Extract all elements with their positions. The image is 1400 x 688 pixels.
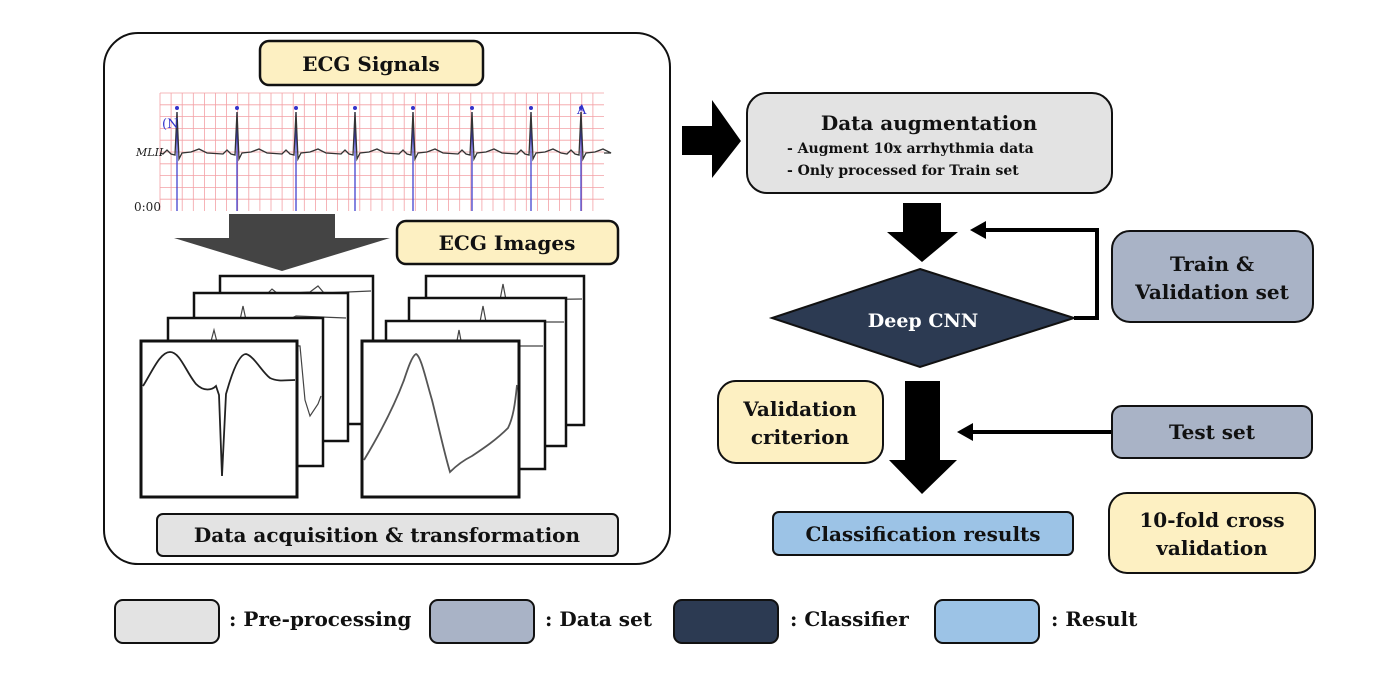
validation-criterion-label: Validation [742,397,857,421]
augmentation-box [746,92,1113,194]
ecg-signals-label: ECG Signals [302,52,440,76]
augmentation-title: Data augmentation [821,111,1038,135]
flow-arrow-to-results [889,381,957,494]
classification-results-label: Classification results [805,522,1040,546]
ecg-trace [159,111,612,162]
ecg-beat-marker-dot [529,106,533,110]
ecg-strip: MLII 0:00 (N A [134,92,612,214]
ecg-beat-label-normal: (N [162,117,178,132]
legend-label-classifier: : Classifier [790,607,909,631]
legend-swatch-preprocessing [114,599,220,644]
ecg-beat-marker-dot [470,106,474,110]
legend-swatch-classifier [673,599,779,644]
ecg-image-stack-left [139,274,375,499]
ecg-beat-marker-dot [353,106,357,110]
train-validation-set-box [1111,230,1314,323]
flow-arrow-to-augmentation [682,100,741,178]
validation-criterion-label: criterion [751,425,850,449]
ecg-beat-label-atrial: A [576,103,587,118]
classifier-diamond [768,267,1078,369]
test-set-label: Test set [1169,420,1256,444]
classification-results-box [772,511,1074,556]
ecg-grid [159,92,604,211]
ecg-beat-markers [175,106,583,211]
test-set-box [1111,405,1313,459]
train-validation-set-label: Train & [1170,252,1254,276]
ecg-beat-marker-dot [294,106,298,110]
ecg-time-label: 0:00 [134,200,161,214]
ecg-images-label: ECG Images [439,231,576,255]
legend-swatch-result [934,599,1040,644]
augmentation-bullet: - Augment 10x arrhythmia data [787,141,1034,157]
cross-validation-box [1108,492,1316,574]
classifier-label: Deep CNN [868,310,978,332]
feedback-loop-line [982,228,1099,320]
transformation-arrow [174,214,390,271]
ecg-lead-label: MLII [135,146,164,159]
legend-label-preprocessing: : Pre-processing [229,607,411,631]
legend-label-dataset: : Data set [545,607,653,631]
ecg-image-stack-right [360,274,586,499]
ecg-beat-marker-dot [175,106,179,110]
legend-swatch-dataset [429,599,535,644]
ecg-image-trace [142,351,296,477]
ecg-images-box [395,219,620,266]
ecg-signals-box [258,39,485,87]
acquisition-section-label: Data acquisition & transformation [194,523,581,547]
legend-label-result: : Result [1051,607,1138,631]
ecg-beat-marker-dot [411,106,415,110]
cross-validation-label: 10-fold cross [1139,508,1284,532]
ecg-beat-marker-dot [579,106,583,110]
acquisition-section-box [156,513,619,557]
augmentation-bullet: - Only processed for Train set [787,163,1019,179]
ecg-image-trace [363,353,518,474]
cross-validation-label: validation [1155,536,1268,560]
feedback-loop-arrowhead [970,221,986,239]
validation-criterion-box [717,380,884,464]
ecg-image-card [360,339,521,499]
test-set-arrowhead [957,423,973,441]
train-validation-set-label: Validation set [1134,280,1289,304]
flow-arrow-to-classifier [887,203,958,262]
ecg-beat-marker-dot [235,106,239,110]
legend: : Pre-processing : Data set : Classifier… [114,599,1138,644]
